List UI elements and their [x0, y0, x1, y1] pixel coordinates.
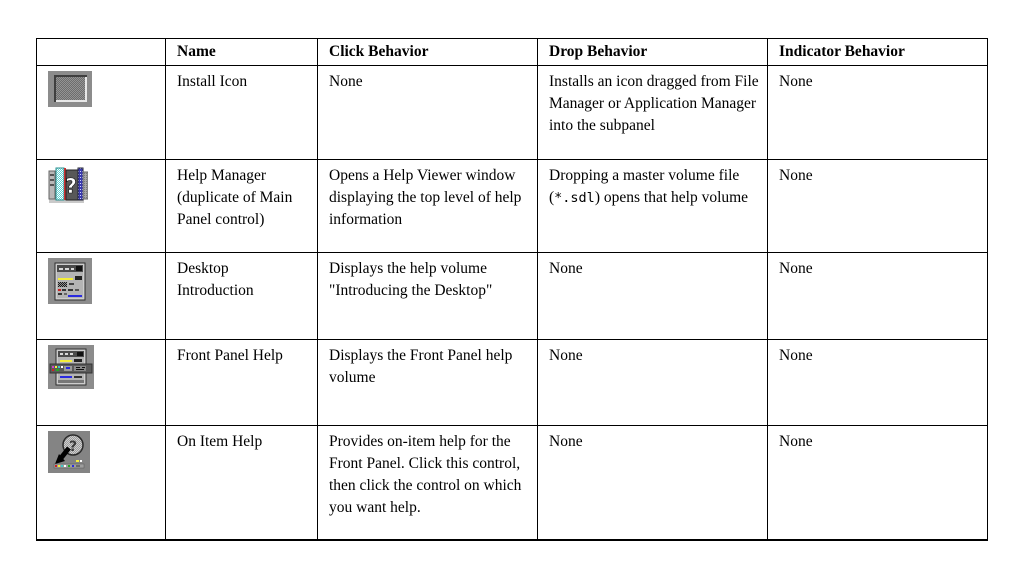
click-behavior-cell: Displays the Front Panel help volume — [317, 339, 538, 426]
front-panel-help-icon — [48, 345, 94, 389]
icon-cell — [36, 65, 166, 160]
drop-behavior-cell: None — [537, 425, 768, 540]
front-panel-controls-table: Name Click Behavior Drop Behavior Indica… — [36, 38, 988, 541]
icon-cell — [36, 252, 166, 340]
name-cell: Front Panel Help — [165, 339, 318, 426]
click-behavior-cell: Displays the help volume "Introducing th… — [317, 252, 538, 340]
drop-behavior-cell: None — [537, 339, 768, 426]
on-item-help-icon: ? — [48, 431, 90, 473]
drop-behavior-cell: Dropping a master volume file (*.sdl) op… — [537, 159, 768, 253]
table-row-on-item-help: ? On Item Help — [36, 425, 988, 540]
name-cell: Install Icon — [165, 65, 318, 160]
name-cell: Desktop Introduction — [165, 252, 318, 340]
table-row-help-manager: ? Help Manager (duplicate of Main Panel … — [36, 159, 988, 253]
indicator-behavior-cell: None — [767, 339, 988, 426]
click-behavior-cell: Provides on-item help for the Front Pane… — [317, 425, 538, 540]
header-indicator-behavior: Indicator Behavior — [767, 38, 988, 66]
desktop-introduction-icon — [48, 258, 92, 304]
click-behavior-cell: None — [317, 65, 538, 160]
icon-cell: ? — [36, 425, 166, 540]
indicator-behavior-cell: None — [767, 252, 988, 340]
indicator-behavior-cell: None — [767, 159, 988, 253]
name-cell: Help Manager (duplicate of Main Panel co… — [165, 159, 318, 253]
table-row-install-icon: Install Icon None Installs an icon dragg… — [36, 65, 988, 160]
drop-behavior-cell: Installs an icon dragged from File Manag… — [537, 65, 768, 160]
indicator-behavior-cell: None — [767, 425, 988, 540]
table-row-desktop-introduction: Desktop Introduction Displays the help v… — [36, 252, 988, 340]
svg-text:?: ? — [69, 439, 77, 455]
header-row: Name Click Behavior Drop Behavior Indica… — [36, 38, 988, 66]
drop-text: ) opens that help volume — [594, 189, 749, 206]
header-click-behavior: Click Behavior — [317, 38, 538, 66]
header-name: Name — [165, 38, 318, 66]
drop-text: Dropping a master volume file ( — [549, 167, 740, 206]
file-extension-code: *.sdl — [554, 190, 595, 206]
header-icon-column — [36, 38, 166, 66]
name-cell: On Item Help — [165, 425, 318, 540]
svg-text:?: ? — [65, 174, 77, 198]
icon-cell — [36, 339, 166, 426]
install-icon — [48, 71, 92, 107]
indicator-behavior-cell: None — [767, 65, 988, 160]
header-drop-behavior: Drop Behavior — [537, 38, 768, 66]
table-row-front-panel-help: Front Panel Help Displays the Front Pane… — [36, 339, 988, 426]
help-manager-icon: ? — [48, 167, 88, 203]
drop-behavior-cell: None — [537, 252, 768, 340]
icon-cell: ? — [36, 159, 166, 253]
click-behavior-cell: Opens a Help Viewer window displaying th… — [317, 159, 538, 253]
